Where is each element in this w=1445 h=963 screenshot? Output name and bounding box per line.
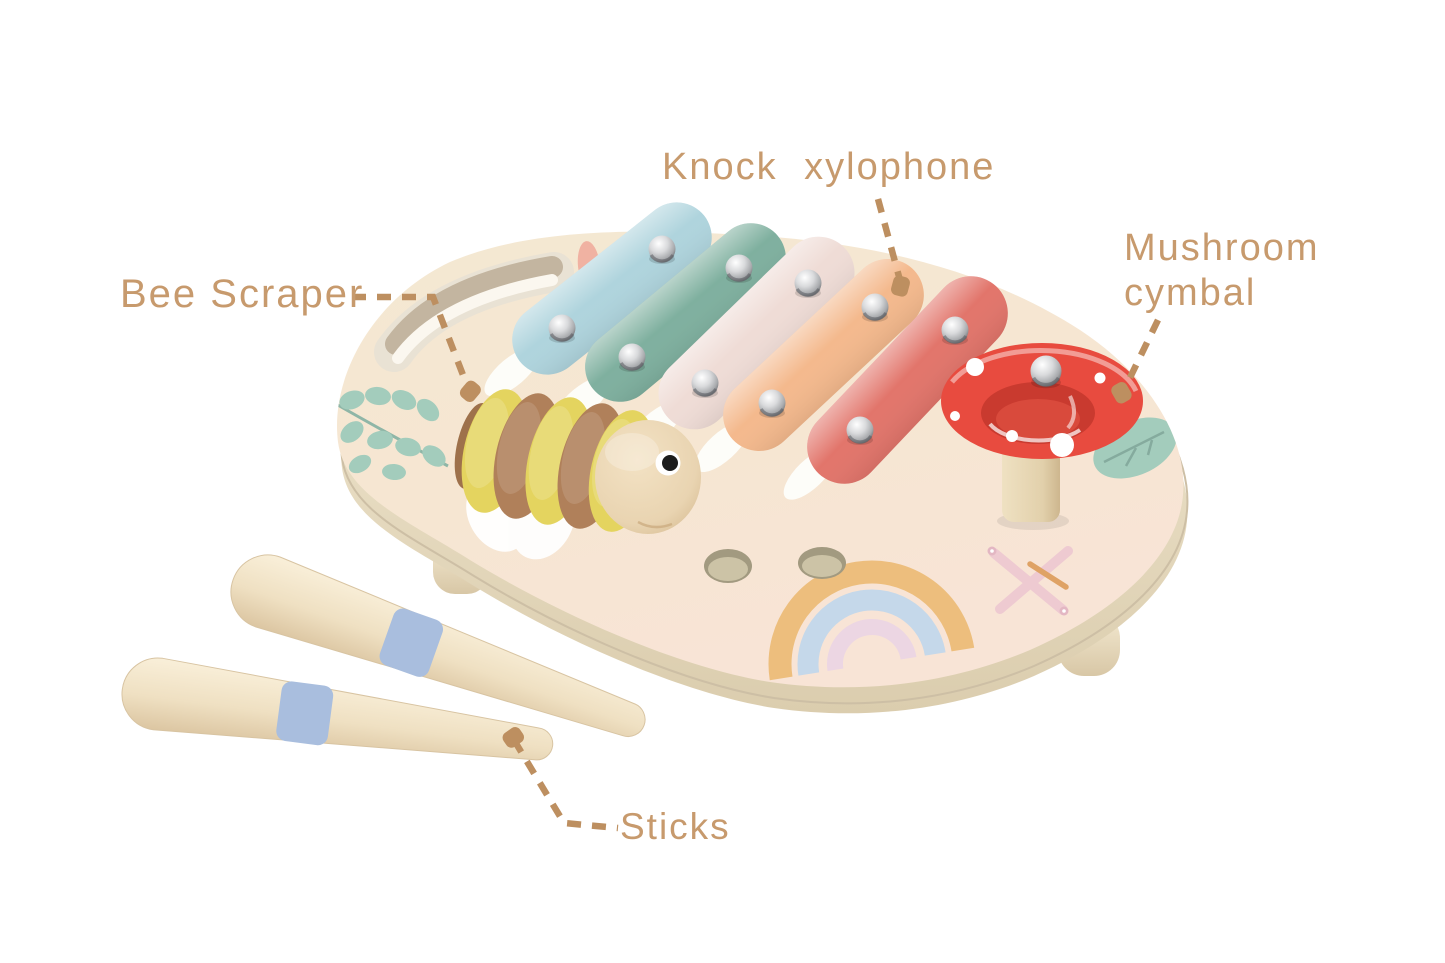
label-mushroom-cymbal: Mushroom cymbal — [1124, 227, 1320, 314]
stick-band — [276, 681, 334, 746]
annotation-lines — [352, 198, 1161, 832]
mushroom-cap[interactable] — [941, 343, 1143, 459]
knock-xylophone[interactable] — [498, 188, 1023, 499]
stick-2[interactable] — [118, 654, 558, 782]
stick-holes — [704, 547, 846, 583]
mushroom-spots — [950, 358, 1106, 457]
leaf-branch-print — [336, 386, 449, 481]
label-sticks: Sticks — [620, 806, 731, 847]
mushroom-cymbal[interactable] — [941, 343, 1143, 530]
sticks-leader-line — [511, 738, 619, 832]
stick-1[interactable] — [221, 545, 657, 760]
mushroom-stem — [1002, 440, 1060, 522]
annotation-endpoints — [459, 275, 1132, 748]
bee-scraper-leader-line — [352, 293, 472, 390]
sticks[interactable] — [118, 545, 657, 782]
bee-head — [595, 420, 701, 534]
handle-cutout — [374, 252, 574, 372]
dragonfly-print — [987, 546, 1073, 616]
stick-band — [379, 608, 444, 677]
bee-scraper[interactable] — [448, 383, 701, 539]
rainbow-print — [768, 560, 975, 681]
label-knock-xylophone: Knock xylophone — [662, 146, 996, 188]
mushroom-cymbal-leader-line — [1121, 318, 1161, 392]
label-bee-scraper: Bee Scraper — [120, 272, 365, 316]
